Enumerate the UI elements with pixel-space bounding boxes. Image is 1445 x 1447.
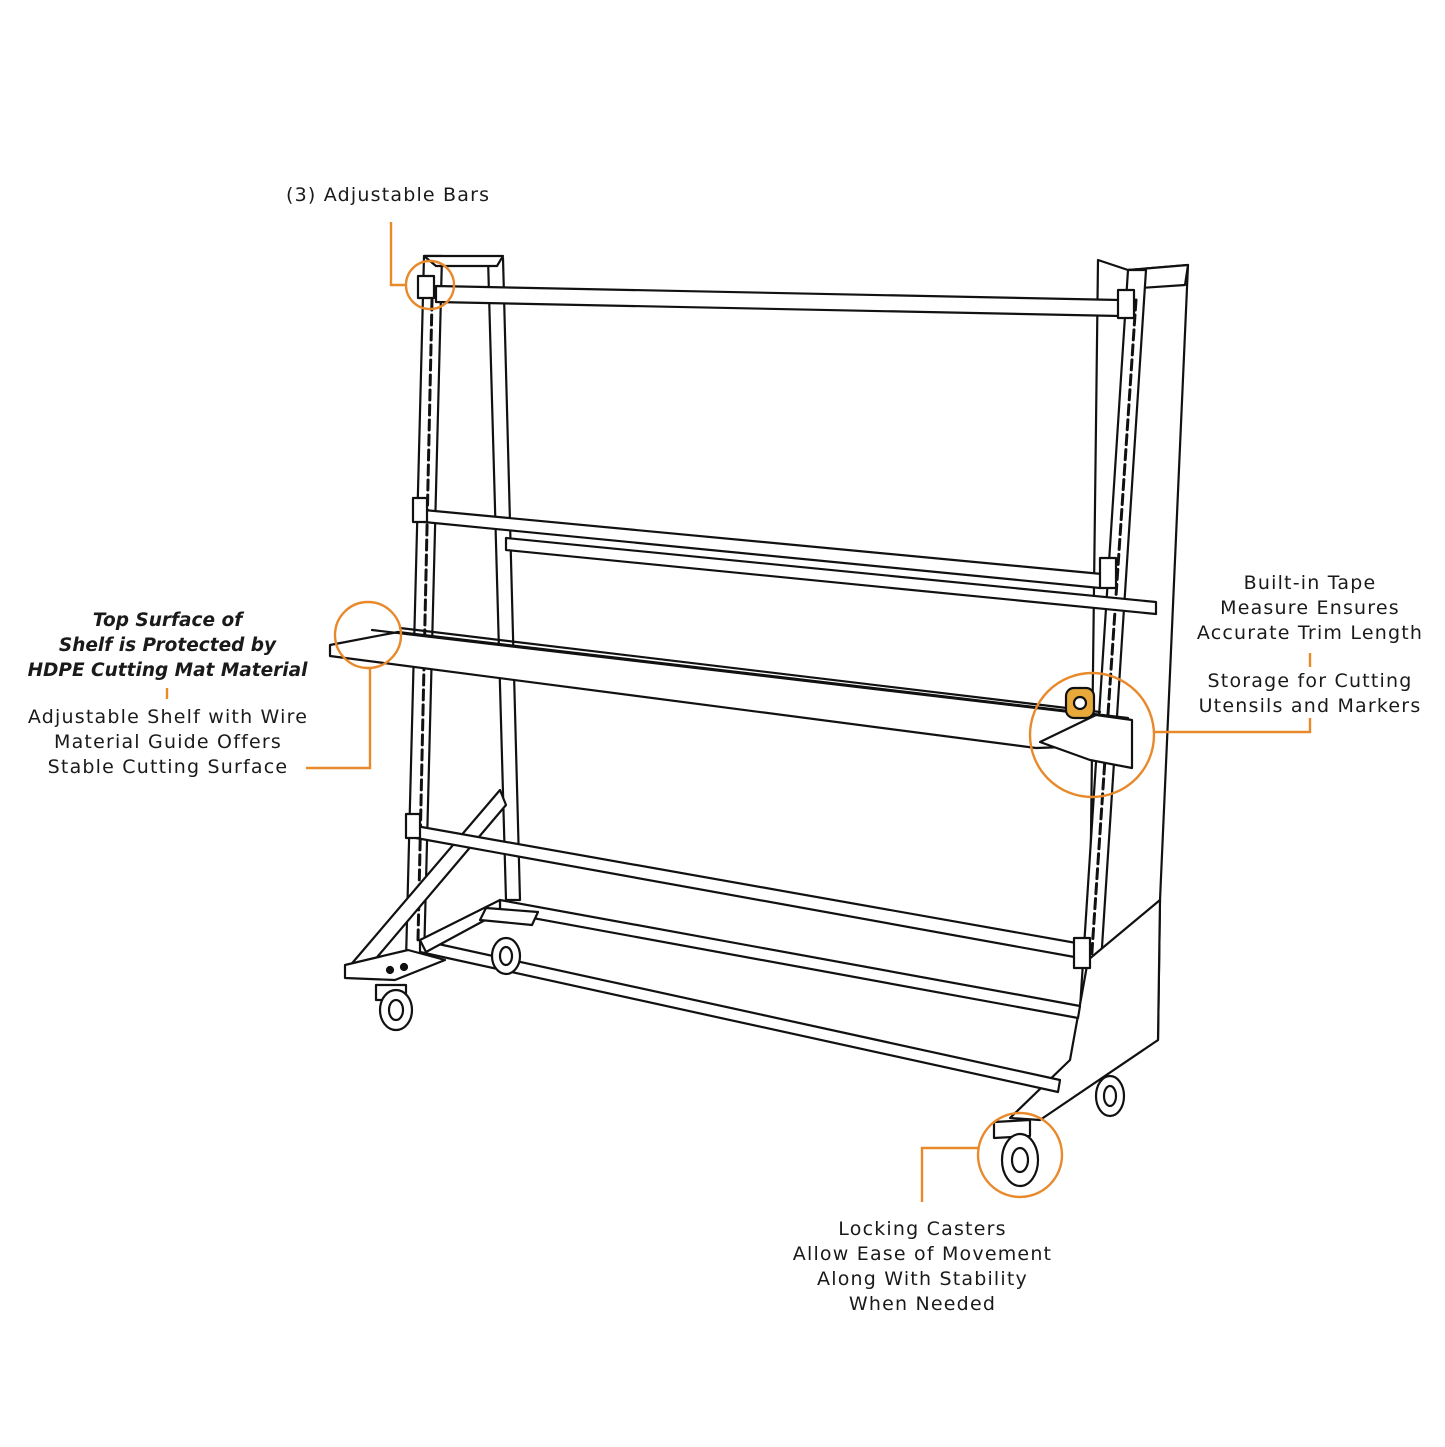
tape-measure-icon xyxy=(1064,686,1096,720)
callout-text: Stable Cutting Surface xyxy=(47,756,289,778)
foot-hole xyxy=(385,965,395,975)
shelf-wire-guide xyxy=(370,628,1072,714)
callout-text: Measure Ensures xyxy=(1220,597,1400,619)
shelf xyxy=(328,630,1130,750)
leader-line-shelf xyxy=(306,668,372,770)
callout-storage: Storage for Cutting Utensils and Markers xyxy=(1180,669,1440,719)
callout-text: Shelf is Protected by xyxy=(58,635,277,656)
callout-adjustable-bars: (3) Adjustable Bars xyxy=(286,183,490,208)
callout-text: (3) Adjustable Bars xyxy=(286,184,491,206)
callout-text: Storage for Cutting xyxy=(1207,670,1413,692)
callout-text: Top Surface of xyxy=(92,610,243,631)
callout-text: Material Guide Offers xyxy=(54,731,282,753)
callout-text: Built-in Tape xyxy=(1243,572,1377,594)
shelf-lip xyxy=(398,626,1102,714)
callout-text: Adjustable Shelf with Wire xyxy=(27,706,309,728)
left-top-cap xyxy=(422,254,505,268)
caster-rear-right xyxy=(1094,1074,1126,1118)
middle-bar-bracket-right xyxy=(1098,556,1118,590)
base-frame-front xyxy=(418,938,1062,1094)
middle-bar-bracket-left xyxy=(411,496,429,524)
callout-tape-measure: Built-in Tape Measure Ensures Accurate T… xyxy=(1180,571,1440,646)
callout-circle-caster xyxy=(976,1111,1064,1199)
top-bar-bracket-left xyxy=(416,274,436,300)
top-bar xyxy=(434,284,1122,318)
callout-text: Utensils and Markers xyxy=(1198,695,1422,717)
leader-line-tape xyxy=(1154,718,1312,734)
foot-hole xyxy=(399,962,409,972)
leader-line-caster xyxy=(920,1146,978,1202)
callout-top-surface: Top Surface of Shelf is Protected by HDP… xyxy=(10,608,325,683)
callout-text: HDPE Cutting Mat Material xyxy=(27,660,308,681)
left-base-foot xyxy=(343,948,447,982)
rear-middle-bar xyxy=(504,536,1158,616)
leader-line-bars xyxy=(389,222,406,287)
callout-markers xyxy=(165,222,1312,1202)
callout-circle-tape xyxy=(1028,671,1156,799)
callout-text: Allow Ease of Movement xyxy=(792,1243,1053,1265)
callout-circle-shelf xyxy=(333,600,403,670)
right-slot-line xyxy=(1084,298,1138,1042)
callout-text: Accurate Trim Length xyxy=(1196,622,1424,644)
base-frame-rear xyxy=(498,898,1082,1020)
callout-casters: Locking Casters Allow Ease of Movement A… xyxy=(770,1217,1075,1317)
lower-bar-bracket-left xyxy=(404,812,422,840)
caster-rear-left xyxy=(490,936,522,976)
callout-text: Locking Casters xyxy=(838,1218,1007,1240)
cart-illustration xyxy=(328,254,1190,1188)
caster-front-left xyxy=(374,983,414,1032)
callout-text: When Needed xyxy=(848,1293,997,1315)
callout-text: Along With Stability xyxy=(817,1268,1028,1290)
utensil-tray xyxy=(1038,713,1134,770)
caster-front-right xyxy=(992,1118,1040,1188)
base-frame-rear-join xyxy=(478,906,540,927)
top-bar-bracket-right xyxy=(1116,288,1136,320)
lower-bar-bracket-right xyxy=(1072,936,1092,970)
callout-adjustable-shelf: Adjustable Shelf with Wire Material Guid… xyxy=(14,705,322,780)
